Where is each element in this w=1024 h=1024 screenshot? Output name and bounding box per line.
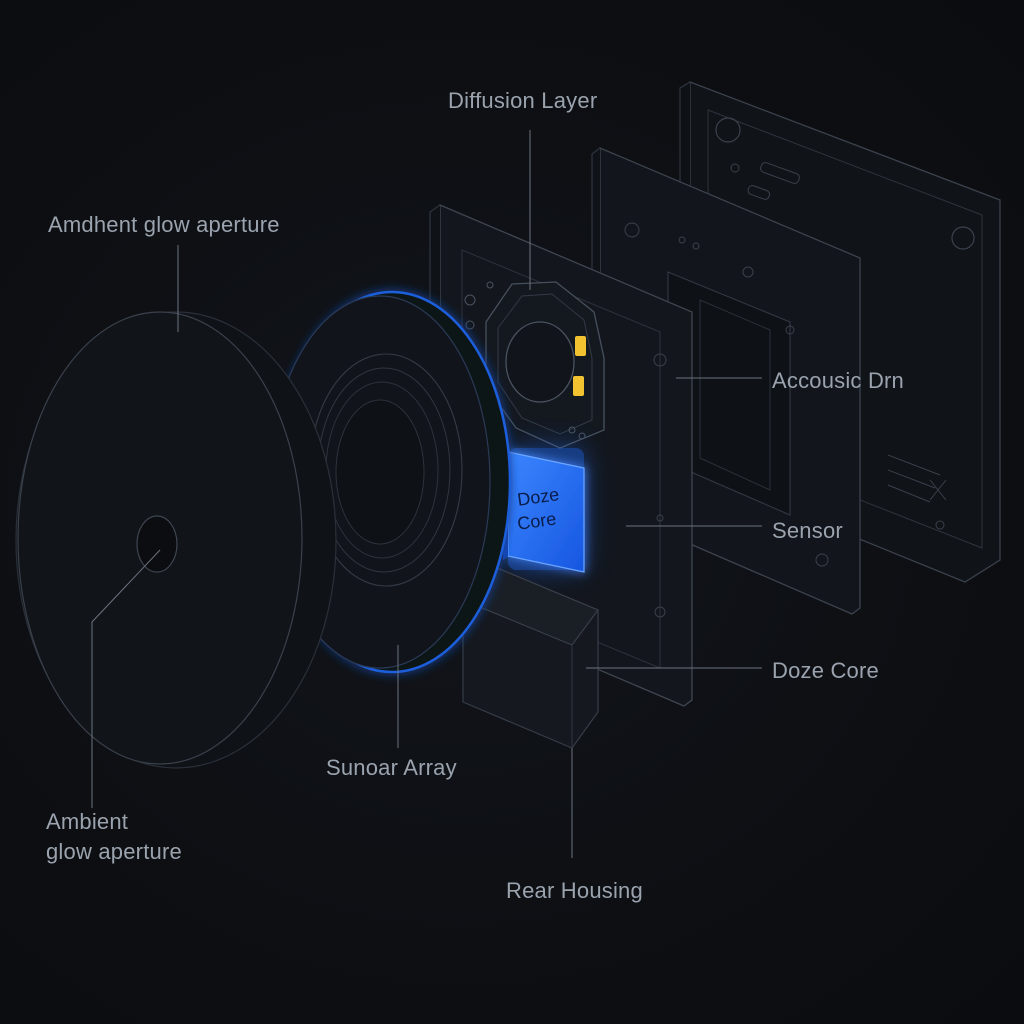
- label-doze-core: Doze Core: [772, 658, 879, 683]
- label-rear-housing: Rear Housing: [506, 878, 643, 903]
- label-sensor: Sensor: [772, 518, 843, 543]
- label-acoustic-drive: Accousic Drn: [772, 368, 904, 393]
- leader-ambient-bottom: [91, 549, 161, 808]
- leader-lines: [91, 130, 762, 858]
- label-diffusion-layer: Diffusion Layer: [448, 88, 598, 113]
- label-sensor-array: Sunoar Array: [326, 755, 457, 780]
- front-aperture-disc: [15, 311, 337, 769]
- label-ambient-bottom-line1: Ambient: [46, 809, 129, 834]
- label-ambient-glow-aperture-top: Amdhent glow aperture: [48, 212, 280, 237]
- label-ambient-bottom-line2: glow aperture: [46, 839, 182, 864]
